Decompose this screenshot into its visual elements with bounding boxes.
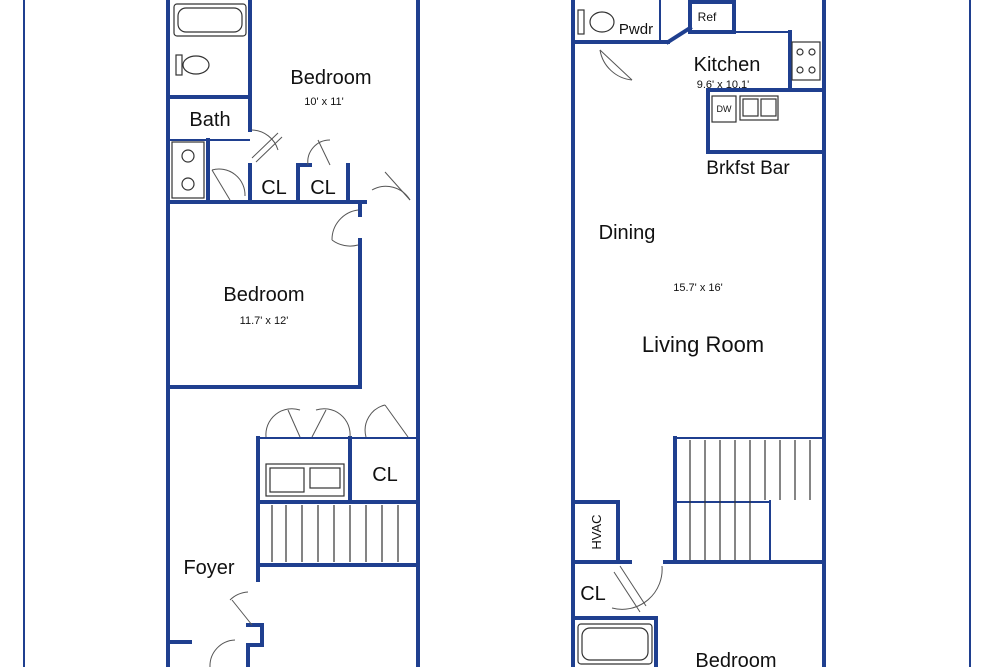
right-floor-plan: [571, 0, 826, 667]
label-bath: Bath: [189, 109, 230, 131]
label-dishwasher: DW: [717, 104, 732, 114]
label-right-bedroom: Bedroom: [695, 650, 776, 667]
label-dining: Dining: [599, 222, 656, 244]
label-powder: Pwdr: [619, 21, 653, 38]
toilet-fixture: [175, 54, 210, 76]
label-foyer: Foyer: [183, 557, 234, 579]
stove-fixture: [791, 41, 821, 81]
left-stairs: [271, 505, 399, 562]
label-closet-b: CL: [310, 177, 336, 199]
double-sink-fixture: [171, 141, 205, 199]
label-living-room: Living Room: [642, 332, 764, 357]
label-bedroom-mid-size: 11.7' x 12': [240, 315, 289, 327]
label-bedroom-mid: Bedroom: [223, 284, 304, 306]
label-bedroom-top: Bedroom: [290, 67, 371, 89]
label-right-closet: CL: [580, 583, 606, 605]
powder-toilet-fixture: [577, 9, 615, 35]
right-bathtub-fixture: [577, 623, 653, 665]
bathtub-fixture: [173, 3, 247, 37]
label-breakfast-bar: Brkfst Bar: [706, 158, 790, 179]
dishwasher-fixture: [711, 95, 737, 123]
label-bedroom-top-size: 10' x 11': [304, 96, 343, 108]
right-stairs: [689, 440, 811, 560]
room-labels: Bedroom 10' x 11' Bath CL CL Bedroom 11.…: [183, 10, 790, 667]
label-living-room-size: 15.7' x 16': [673, 282, 722, 294]
left-floor-plan: [166, 0, 420, 667]
page-border: [23, 0, 971, 667]
right-door-swings: [599, 49, 663, 613]
kitchen-sink-fixture: [739, 95, 779, 121]
label-closet-a: CL: [261, 177, 287, 199]
label-fridge: Ref: [698, 10, 717, 24]
washer-dryer-fixture: [265, 463, 345, 497]
left-door-swings: [209, 129, 411, 667]
label-closet-c: CL: [372, 464, 398, 486]
label-kitchen: Kitchen: [694, 54, 761, 76]
label-kitchen-size: 9.6' x 10.1': [697, 79, 750, 91]
label-hvac: HVAC: [589, 514, 604, 549]
